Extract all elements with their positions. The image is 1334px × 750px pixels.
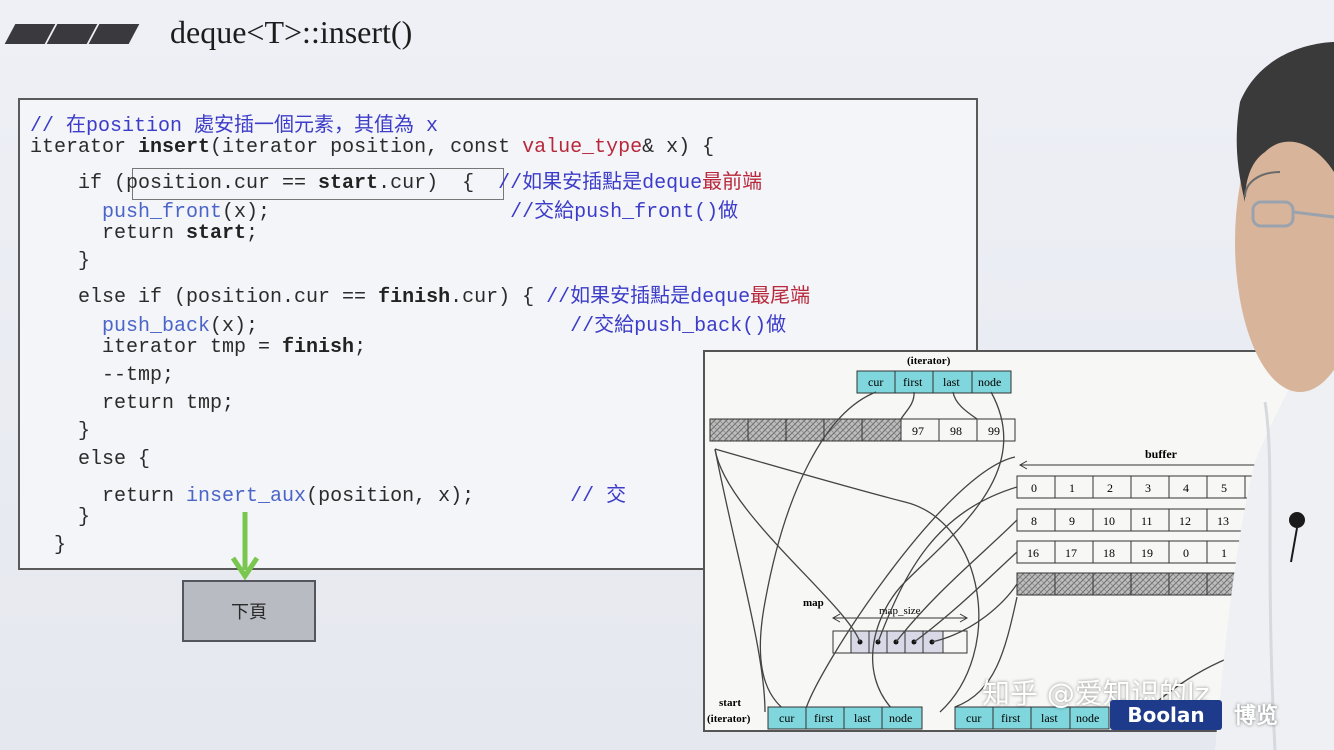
iter-field: first <box>903 375 923 389</box>
iter-field: last <box>854 711 871 725</box>
iter-field: node <box>1076 711 1099 725</box>
buffer-value: 19 <box>1141 546 1153 560</box>
buffer-value: 1 <box>1221 546 1227 560</box>
iter-field: node <box>889 711 912 725</box>
second-iterator: cur first last node <box>954 706 1110 730</box>
code-line: // 在position 處安插一個元素，其值為 x <box>30 115 439 138</box>
iter-field: cur <box>779 711 794 725</box>
iter-field: cur <box>966 711 981 725</box>
code-line: iterator insert(iterator position, const… <box>30 136 715 159</box>
down-arrow-icon <box>230 512 260 581</box>
buffer-value: 17 <box>1065 546 1077 560</box>
buffer-value: 4 <box>1183 481 1189 495</box>
code-line: } <box>30 506 91 529</box>
code-line: return tmp; <box>30 392 235 415</box>
buffer-value: 10 <box>1103 514 1115 528</box>
iterator-label: (iterator) <box>907 355 951 367</box>
start-label: start <box>719 697 741 709</box>
buffer-value: 11 <box>1141 514 1153 528</box>
finish-iterator: cur first last node <box>856 370 1012 394</box>
iter-field: last <box>943 375 960 389</box>
buffer-value: 0 <box>1031 481 1037 495</box>
buffer-value: 3 <box>1145 481 1151 495</box>
buffer-value: 13 <box>1217 514 1229 528</box>
buffer-value: 1 <box>1069 481 1075 495</box>
code-line: return start; <box>30 222 259 245</box>
iter-field: first <box>814 711 834 725</box>
code-line: } <box>30 534 67 557</box>
map-array <box>832 630 968 654</box>
buffer-value: 97 <box>912 424 924 438</box>
start-iterator-label: (iterator) <box>707 713 751 725</box>
buffer-value: 12 <box>1179 514 1191 528</box>
iter-field: last <box>1041 711 1058 725</box>
highlight-box <box>132 168 504 200</box>
code-line: } <box>30 250 91 273</box>
iter-field: cur <box>868 375 883 389</box>
iter-field: first <box>1001 711 1021 725</box>
deque-diagram-svg: (iterator) cur first last node 97 98 99 … <box>707 355 1308 730</box>
buffer-value: 0 <box>1183 546 1189 560</box>
buffer-row-3: 16 17 18 19 0 1 <box>1016 540 1308 564</box>
code-line: if (position.cur == start.cur) { //如果安插點… <box>30 172 763 195</box>
presenter-figure <box>1215 42 1334 750</box>
buffer-value: 98 <box>950 424 962 438</box>
map-size-label: map_size <box>879 605 921 617</box>
code-line: else { <box>30 448 151 471</box>
code-line: return insert_aux(position, x); // 交 <box>30 485 627 508</box>
buffer-label: buffer <box>1145 447 1178 461</box>
map-label: map <box>803 597 824 609</box>
brand-logo: Boolan <box>1110 700 1222 730</box>
code-line: else if (position.cur == finish.cur) { /… <box>30 286 811 309</box>
buffer-value: 8 <box>1031 514 1037 528</box>
code-line: iterator tmp = finish; <box>30 336 367 359</box>
buffer-value: 2 <box>1107 481 1113 495</box>
brand-logo-suffix: 博览 <box>1234 704 1279 729</box>
buffer-value: 9 <box>1069 514 1075 528</box>
buffer-value: 16 <box>1027 546 1039 560</box>
code-line: push_front(x); //交給push_front()做 <box>102 201 739 224</box>
buffer-value: 99 <box>988 424 1000 438</box>
buffer-value: 18 <box>1103 546 1115 560</box>
next-page-button[interactable]: 下頁 <box>182 580 316 642</box>
code-line: } <box>30 420 91 443</box>
slide-title: deque<T>::insert() <box>170 14 413 50</box>
code-line: push_back(x); //交給push_back()做 <box>102 315 787 338</box>
code-listing: // 在position 處安插一個元素，其值為 x iterator inse… <box>18 98 978 570</box>
top-buffer: 97 98 99 <box>709 418 1016 442</box>
iter-field: node <box>978 375 1001 389</box>
pointer-curves <box>714 391 1286 723</box>
code-line: --tmp; <box>30 364 175 387</box>
start-iterator: cur first last node <box>767 706 923 730</box>
buffer-value: 5 <box>1221 481 1227 495</box>
